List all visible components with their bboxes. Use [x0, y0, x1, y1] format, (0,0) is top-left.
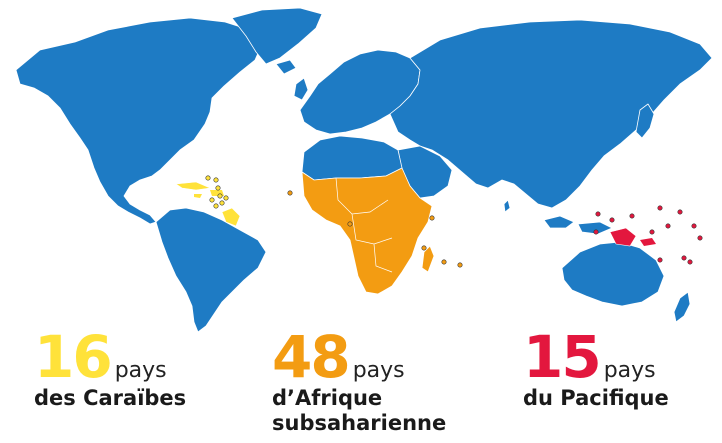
jamaica	[194, 194, 202, 198]
japan	[635, 103, 655, 139]
north-africa	[301, 135, 403, 181]
sri-lanka	[503, 199, 511, 213]
africa-islands	[287, 190, 463, 268]
papua-new-guinea	[609, 227, 637, 247]
stat-africa-unit: pays	[352, 358, 405, 383]
stat-caribbean-number: 16	[34, 323, 113, 391]
sub-saharan-africa	[301, 167, 433, 295]
stat-pacific-unit: pays	[603, 358, 656, 383]
iceland	[275, 59, 297, 75]
uk	[293, 77, 309, 101]
stat-africa-number: 48	[272, 323, 351, 391]
cuba	[175, 181, 212, 191]
africa-borders	[335, 177, 393, 273]
pacific-highlight	[593, 205, 703, 265]
greenland	[231, 7, 323, 65]
guyana-suriname	[221, 207, 241, 227]
caribbean-islands	[205, 175, 229, 209]
new-zealand	[673, 291, 691, 323]
stat-pacific-region: du Pacifique	[523, 386, 669, 410]
solomon-islands	[640, 238, 656, 246]
madagascar	[421, 245, 435, 273]
stat-africa-region-line1: d’Afrique	[272, 386, 383, 410]
asia	[389, 19, 713, 209]
stat-africa-region-line2: subsaharienne	[272, 411, 447, 435]
stat-caribbean-unit: pays	[114, 358, 167, 383]
africa-highlight	[287, 135, 463, 295]
caribbean-highlight	[175, 175, 241, 227]
australia	[561, 241, 665, 307]
stat-pacific-number: 15	[523, 323, 602, 391]
pacific-islands	[593, 205, 703, 265]
indonesia	[543, 215, 613, 235]
stat-caribbean-region: des Caraïbes	[34, 386, 187, 410]
south-america	[155, 207, 267, 333]
world-map	[15, 7, 713, 333]
north-america	[15, 17, 263, 225]
land-masses	[15, 7, 713, 333]
